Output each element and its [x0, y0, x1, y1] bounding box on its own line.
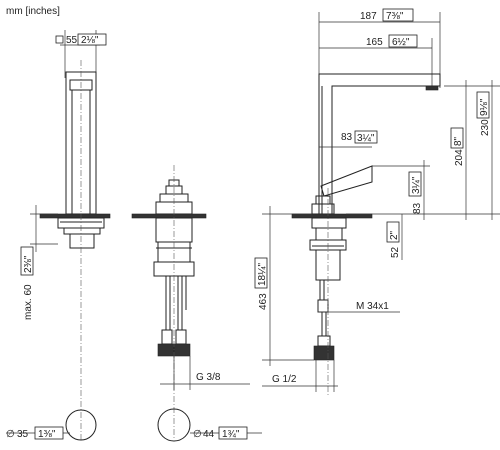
dim-83h-in: 3¼"	[357, 132, 375, 144]
dim-dia35-symbol: ∅	[6, 429, 15, 440]
dim-square-in: 2⅛"	[81, 35, 99, 46]
dim-204-mm: 204	[454, 149, 465, 166]
dim-dia44-mm: 44	[203, 429, 215, 440]
dim-dia44-symbol: ∅	[193, 429, 202, 440]
side-view: 187 7⅜" 165 6½" 83 3¼"	[254, 8, 500, 395]
dim-204-in: 8"	[453, 136, 464, 146]
dim-52-mm: 52	[390, 246, 401, 258]
spout-front-view: 55 2⅛" max. 60 2⅜" ∅ 35 1⅜"	[6, 30, 111, 441]
units-label: mm [inches]	[6, 6, 60, 17]
dim-max60-in: 2⅜"	[23, 255, 34, 273]
dim-83v-in: 3¼"	[410, 176, 422, 194]
dim-230-mm: 230	[480, 119, 491, 136]
mixer-front-view: G 3/8 ∅ 44 1¾"	[131, 165, 262, 442]
dim-max60-label: max. 60	[23, 284, 34, 320]
dim-dia44-in: 1¾"	[222, 429, 240, 440]
dim-463-in: 18¼"	[256, 263, 268, 286]
dim-square-mm: 55	[66, 35, 78, 46]
dim-165-in: 6½"	[392, 37, 410, 48]
dim-165-mm: 165	[366, 37, 383, 48]
dim-230-in: 9⅛"	[479, 98, 490, 116]
dim-dia35-in: 1⅜"	[38, 429, 56, 440]
dim-187-mm: 187	[360, 11, 377, 22]
thread-m34: M 34x1	[356, 301, 389, 312]
thread-g38: G 3/8	[196, 372, 221, 383]
dim-83v-mm: 83	[412, 202, 423, 214]
dim-83h-mm: 83	[341, 132, 353, 143]
thread-g12: G 1/2	[272, 374, 297, 385]
dim-463-mm: 463	[258, 293, 269, 310]
dim-dia35-mm: 35	[17, 429, 29, 440]
dim-52-in: 2"	[389, 230, 400, 240]
dim-187-in: 7⅜"	[386, 11, 404, 22]
